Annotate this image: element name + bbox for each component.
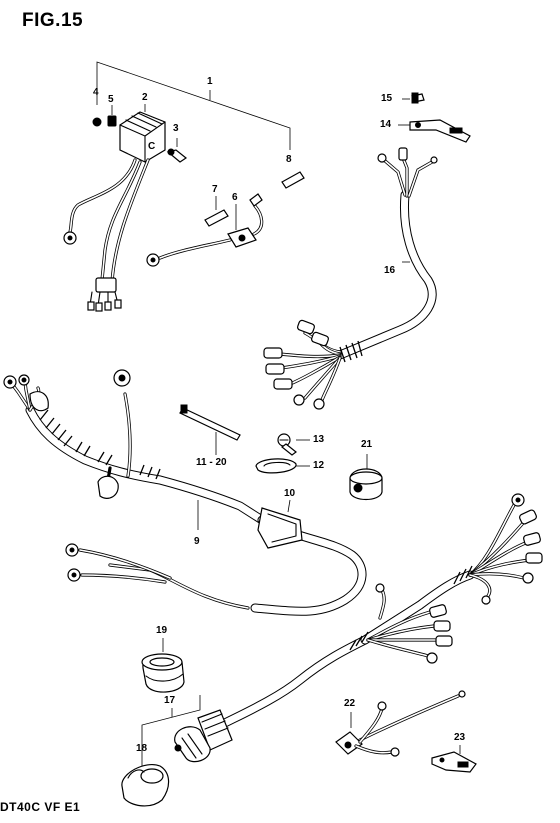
washer-5 <box>107 115 117 127</box>
callout-22: 22 <box>344 698 356 709</box>
callout-21: 21 <box>361 439 373 450</box>
callout-17: 17 <box>164 695 176 706</box>
clamp-23 <box>431 745 477 773</box>
harness-16 <box>263 147 438 410</box>
grommet-19 <box>141 638 185 693</box>
item-1-bracket <box>96 61 291 150</box>
callout-6: 6 <box>232 192 238 203</box>
rectifier-leads <box>63 158 150 312</box>
screw-15 <box>402 92 425 104</box>
callout-12: 12 <box>313 460 325 471</box>
callout-10: 10 <box>284 488 296 499</box>
callout-15: 15 <box>381 93 393 104</box>
callout-16: 16 <box>384 265 396 276</box>
screw-3 <box>166 138 188 163</box>
figure-title: FIG.15 <box>22 10 84 31</box>
harness-9-lower-leads <box>65 543 250 610</box>
grommet-21 <box>349 454 383 501</box>
boot-18 <box>121 758 170 807</box>
screw-13 <box>277 433 310 456</box>
fuse-7 <box>204 196 229 227</box>
callout-11-20: 11 - 20 <box>196 457 227 468</box>
callout-13: 13 <box>313 434 325 445</box>
harness-17 <box>141 493 543 763</box>
nut-4 <box>92 117 102 127</box>
rectifier-2 <box>119 104 166 163</box>
callout-4: 4 <box>93 87 99 98</box>
callout-7: 7 <box>212 184 218 195</box>
callout-1: 1 <box>207 76 213 87</box>
callout-14: 14 <box>380 119 392 130</box>
clamp-12 <box>255 458 310 474</box>
clamp-14 <box>398 119 471 143</box>
grommet-10 <box>250 499 367 616</box>
rectifier-mark: C <box>148 141 155 152</box>
cable-tie-11 <box>179 404 241 455</box>
callout-2: 2 <box>142 92 148 103</box>
callout-8: 8 <box>286 154 292 165</box>
fuse-holder-6 <box>146 193 264 267</box>
callout-3: 3 <box>173 123 179 134</box>
callout-19: 19 <box>156 625 168 636</box>
callout-5: 5 <box>108 94 114 105</box>
lead-22 <box>335 690 466 757</box>
figure-footer: DT40C VF E1 <box>0 800 81 814</box>
callout-9: 9 <box>194 536 200 547</box>
sleeve-8 <box>281 171 305 189</box>
callout-23: 23 <box>454 732 466 743</box>
callout-18: 18 <box>136 743 148 754</box>
harness-9 <box>3 369 267 530</box>
